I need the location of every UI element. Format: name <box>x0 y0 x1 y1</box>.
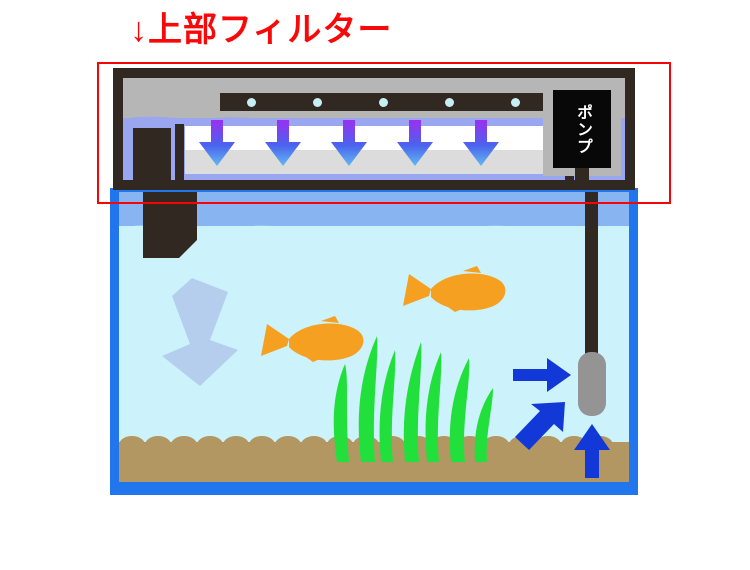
aquatic-plants <box>333 336 493 462</box>
tank-interior <box>119 192 629 482</box>
spray-hole <box>379 98 388 107</box>
intake-arrow-horizontal <box>513 358 571 392</box>
intake-strainer <box>578 352 606 416</box>
filter-water-surface-wave <box>123 116 625 124</box>
filter-outlet-chamber <box>133 128 171 180</box>
spray-hole <box>247 98 256 107</box>
pump-mount-stem <box>575 168 589 190</box>
media-flow-arrows <box>199 120 499 166</box>
return-flow-arrow <box>162 278 238 386</box>
aquarium-tank <box>110 188 638 495</box>
goldfish <box>403 266 506 312</box>
pump-label: ポンプ <box>574 103 591 155</box>
intake-arrow-diagonal <box>515 402 565 450</box>
overhead-filter-unit: ポンプ <box>113 68 635 190</box>
filter-outlet-pipe <box>143 192 197 258</box>
water-surface-wave <box>119 225 629 234</box>
spray-hole <box>445 98 454 107</box>
filter-media-bottom-layer <box>185 150 565 174</box>
pump-intake-pipe <box>585 192 598 370</box>
filter-chamber-divider <box>175 124 184 180</box>
goldfish <box>261 316 364 362</box>
spray-bar <box>220 93 560 111</box>
spray-hole <box>511 98 520 107</box>
water-upper-band <box>119 192 629 226</box>
page-title: ↓上部フィルター <box>130 11 393 49</box>
spray-hole <box>313 98 322 107</box>
intake-arrow-vertical <box>574 424 610 478</box>
pump-body <box>553 90 611 168</box>
